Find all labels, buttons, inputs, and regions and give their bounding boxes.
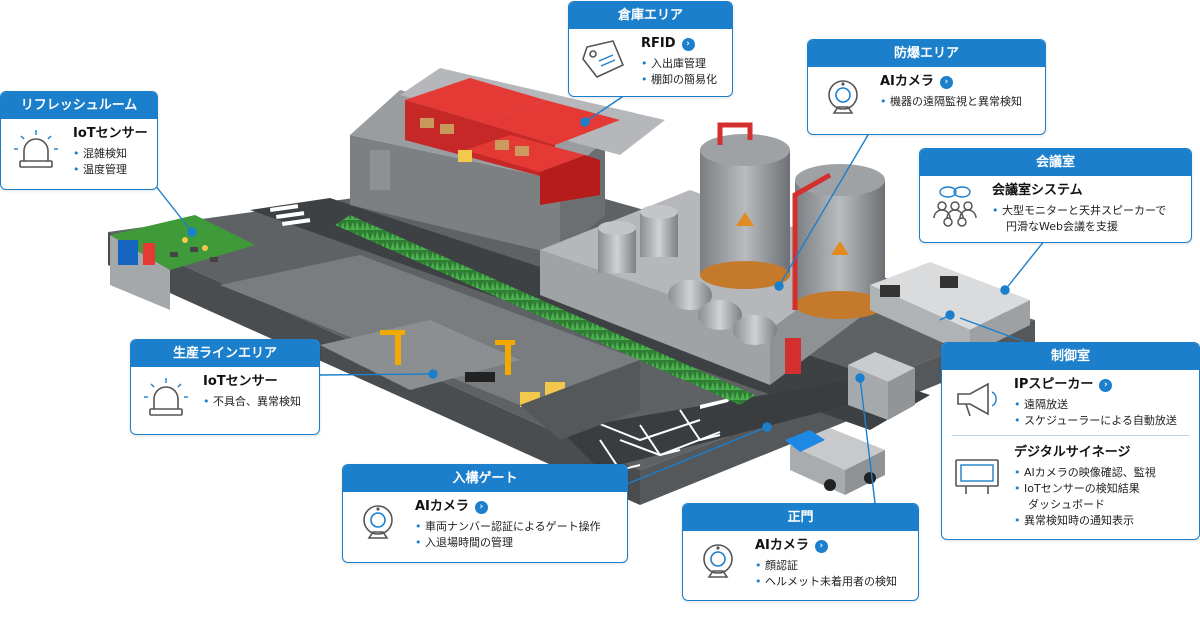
small-tanks [598,205,777,345]
section-iot-sensor: IoTセンサー 不具合、異常検知 [141,373,309,425]
list-item: AIカメラの映像確認、監視 [1014,465,1189,481]
card-production-line-area: 生産ラインエリア IoTセンサー 不具合、異常検知 [130,339,320,435]
large-tank-right [792,164,885,319]
ai-camera-title: AIカメラ [880,74,934,89]
large-tank-left [700,122,790,289]
meeting-system-title: 会議室システム [992,183,1083,198]
production-line [220,255,640,440]
list-item-continuation: ダッシュボード [1028,498,1105,511]
warehouse-building [350,68,665,255]
card-title: 正門 [683,504,918,531]
truck [785,428,885,495]
chevron-right-icon[interactable]: › [1099,379,1113,392]
list-item: 大型モニターと天井スピーカーで [992,203,1181,219]
chevron-right-icon[interactable]: › [681,38,695,51]
ai-camera-icon [363,505,393,539]
list-item: IoTセンサーの検知結果 [1014,481,1189,497]
card-title: 倉庫エリア [569,2,732,29]
list-item: 顔認証 [755,558,908,574]
card-title: 会議室 [920,149,1191,176]
ai-camera-title: AIカメラ [755,538,809,553]
iot-sensor-icon [144,378,188,416]
section-ip-speaker: IPスピーカー › 遠隔放送 スケジューラーによる自動放送 [952,376,1189,429]
rfid-title: RFID [641,36,676,51]
card-title: 制御室 [942,343,1199,370]
card-control-room: 制御室 IPスピーカー › 遠隔放送 スケジューラーによる自動放送 デジタルサイネ… [941,342,1200,540]
card-meeting-room: 会議室 会議室システム 大型モニターと天井スピーカーで 円滑なWeb会議を支援 [919,148,1192,243]
office-rooms [870,262,1030,355]
meeting-people-icon [933,186,977,227]
card-explosion-proof-area: 防爆エリア AIカメラ › 機器の遠隔監視と異常検知 [807,39,1046,135]
card-refresh-room: リフレッシュルーム IoTセンサー 混雑検知 温度管理 [0,91,158,190]
section-digital-signage: デジタルサイネージ AIカメラの映像確認、監視 IoTセンサーの検知結果 ダッシ… [952,435,1189,529]
digital-signage-title: デジタルサイネージ [1014,445,1131,460]
iot-sensor-title: IoTセンサー [73,126,148,141]
iot-sensor-title: IoTセンサー [203,374,278,389]
explosion-proof-area [540,122,885,385]
list-item: 棚卸の簡易化 [641,72,722,88]
list-item: 遠隔放送 [1014,397,1189,413]
list-item: 機器の遠隔監視と異常検知 [880,94,1035,110]
ip-speaker-title: IPスピーカー [1014,377,1094,392]
section-iot-sensor: IoTセンサー 混雑検知 温度管理 [11,125,148,178]
ip-speaker-icon [957,382,997,417]
list-item: スケジューラーによる自動放送 [1014,413,1189,429]
refresh-room [110,215,255,310]
card-title: 防爆エリア [808,40,1045,67]
section-ai-camera: AIカメラ › 車両ナンバー認証によるゲート操作 入退場時間の管理 [353,498,617,551]
list-item: 異常検知時の通知表示 [1014,513,1189,529]
chevron-right-icon[interactable]: › [939,76,953,89]
leader-lines [154,94,1046,504]
card-title: リフレッシュルーム [1,92,157,119]
list-item-continuation: 円滑なWeb会議を支援 [1006,220,1118,233]
list-item: 不具合、異常検知 [203,394,309,410]
card-title: 入構ゲート [343,465,627,492]
list-item: 入出庫管理 [641,56,722,72]
iot-sensor-icon [14,130,58,168]
hedge [335,215,755,405]
ai-camera-title: AIカメラ [415,499,469,514]
list-item: 入退場時間の管理 [415,535,617,551]
list-item: 車両ナンバー認証によるゲート操作 [415,519,617,535]
card-warehouse-area: 倉庫エリア RFID › 入出庫管理 棚卸の簡易化 [568,1,733,97]
ai-camera-icon [703,544,733,578]
rfid-tag-icon [582,40,625,78]
card-main-gate: 正門 AIカメラ › 顔認証 ヘルメット未着用者の検知 [682,503,919,601]
chevron-right-icon[interactable]: › [814,540,828,553]
red-storage-racks [405,78,620,205]
chevron-right-icon[interactable]: › [474,501,488,514]
section-rfid: RFID › 入出庫管理 棚卸の簡易化 [579,35,722,88]
list-item: ヘルメット未着用者の検知 [755,574,908,590]
section-ai-camera: AIカメラ › 顔認証 ヘルメット未着用者の検知 [693,537,908,590]
card-title: 生産ラインエリア [131,340,319,367]
digital-signage-icon [955,459,999,494]
section-ai-camera: AIカメラ › 機器の遠隔監視と異常検知 [818,73,1035,125]
card-entry-gate: 入構ゲート AIカメラ › 車両ナンバー認証によるゲート操作 入退場時間の管理 [342,464,628,563]
ai-camera-icon [828,80,858,114]
list-item: 温度管理 [73,162,147,178]
list-item: 混雑検知 [73,146,147,162]
section-meeting-system: 会議室システム 大型モニターと天井スピーカーで 円滑なWeb会議を支援 [930,182,1181,235]
